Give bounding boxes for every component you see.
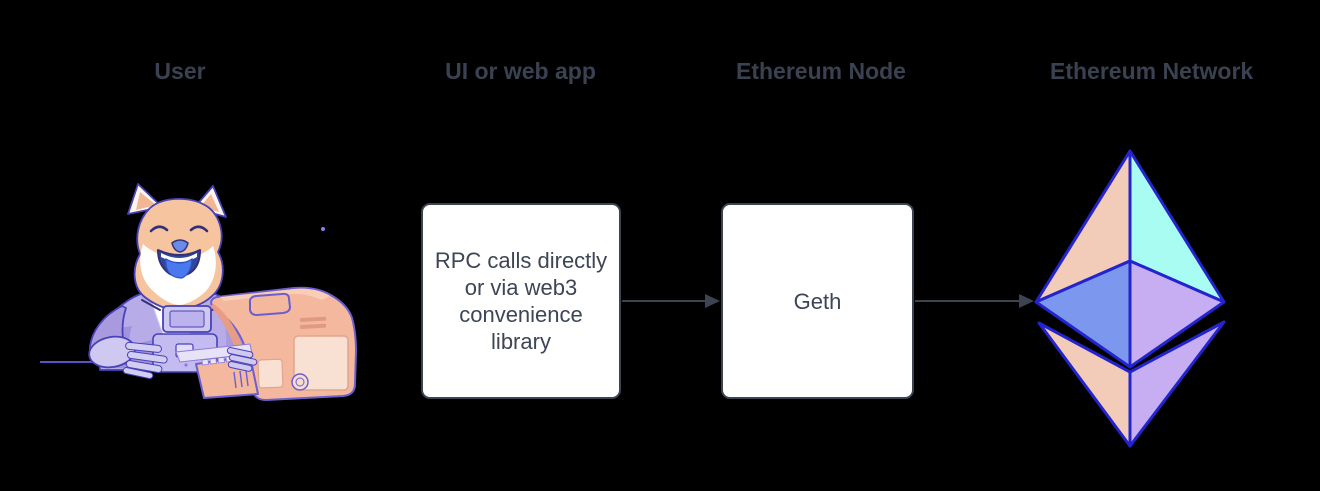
doge-left-glove [88,305,168,380]
geth-box-label: Geth [793,288,842,314]
rpc-calls-box: RPC calls directly or via web3 convenien… [421,203,621,399]
doge-right-glove-fingers [226,347,258,372]
doge-left-eye [149,225,169,233]
ethereum-logo-icon [1034,149,1226,448]
heading-user: User [154,58,206,84]
rpc-calls-box-label: RPC calls directly or via web3 convenien… [434,248,608,354]
doge-nose [171,239,189,253]
arrow-right-icon [622,294,720,308]
star-dot [321,227,325,231]
computer-fan [291,373,309,391]
connector-arrows [622,294,1034,308]
doge-right-eye [189,225,209,233]
doge-tongue [165,257,193,279]
heading-ethereum-node: Ethereum Node [736,58,906,84]
heading-ui-or-web-app: UI or web app [445,58,596,84]
keyboard-vent [233,369,249,389]
arrow-right-icon [915,294,1034,308]
heading-ethereum-network: Ethereum Network [1050,58,1254,84]
geth-box: Geth [721,203,914,399]
computer-back-panel [293,335,349,391]
computer-handle [248,292,291,316]
retro-computer-illustration [175,286,357,401]
doge-head [127,183,227,311]
